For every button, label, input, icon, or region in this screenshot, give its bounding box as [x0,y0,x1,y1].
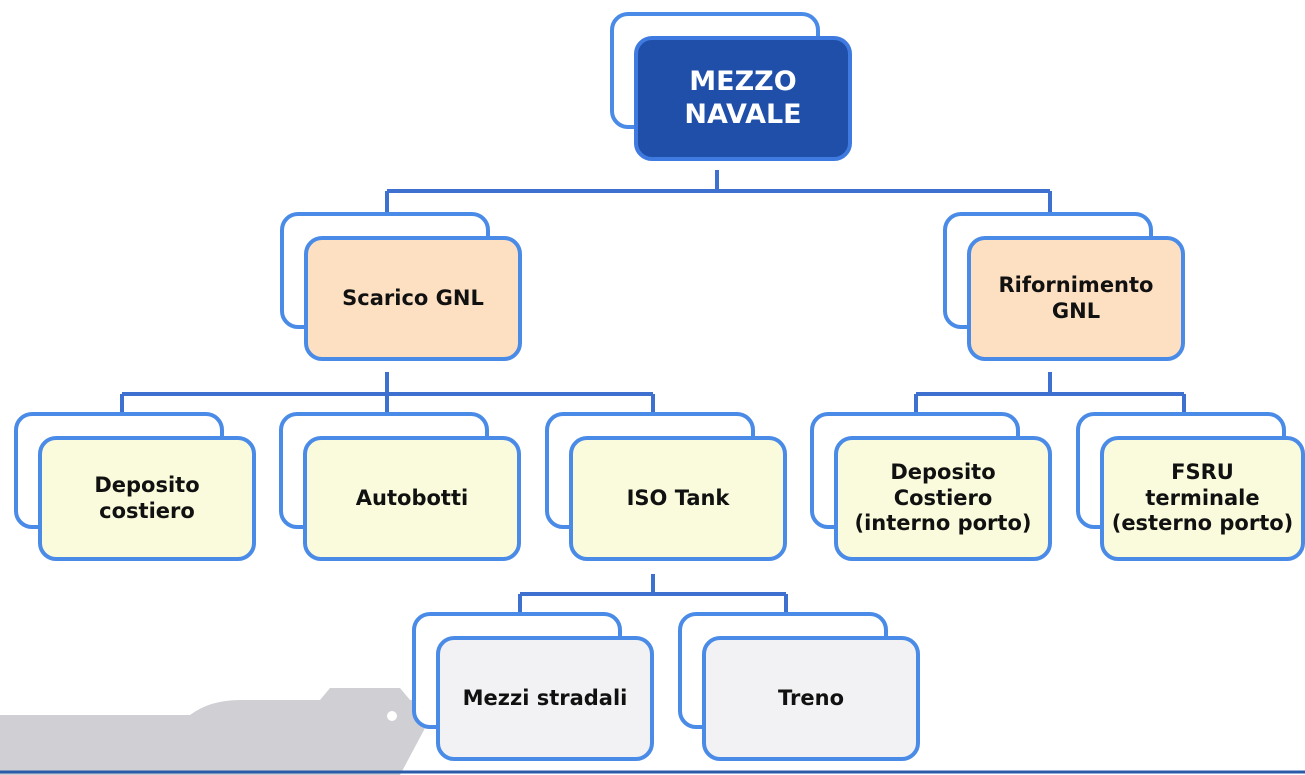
node-fsru-terminale: FSRU terminale (esterno porto) [1076,412,1305,561]
node-label: Rifornimento GNL [967,236,1185,361]
node-autobotti: Autobotti [279,412,521,561]
node-label: MEZZO NAVALE [634,36,852,161]
porthole-dot [387,711,397,721]
grey-ship-silhouette [0,688,440,775]
node-deposito-costiero-interno-porto: Deposito Costiero (interno porto) [810,412,1052,561]
node-rifornimento-gnl: Rifornimento GNL [943,212,1185,361]
node-deposito-costiero: Deposito costiero [14,412,256,561]
node-label: Deposito Costiero (interno porto) [834,436,1052,561]
node-label: Autobotti [303,436,521,561]
node-treno: Treno [678,612,920,761]
node-scarico-gnl: Scarico GNL [280,212,522,361]
node-iso-tank: ISO Tank [545,412,787,561]
node-label: ISO Tank [569,436,787,561]
node-mezzo-navale: MEZZO NAVALE [610,12,852,161]
node-label: Treno [702,636,920,761]
node-label: FSRU terminale (esterno porto) [1100,436,1305,561]
node-label: Deposito costiero [38,436,256,561]
node-label: Mezzi stradali [436,636,654,761]
node-label: Scarico GNL [304,236,522,361]
node-mezzi-stradali: Mezzi stradali [412,612,654,761]
